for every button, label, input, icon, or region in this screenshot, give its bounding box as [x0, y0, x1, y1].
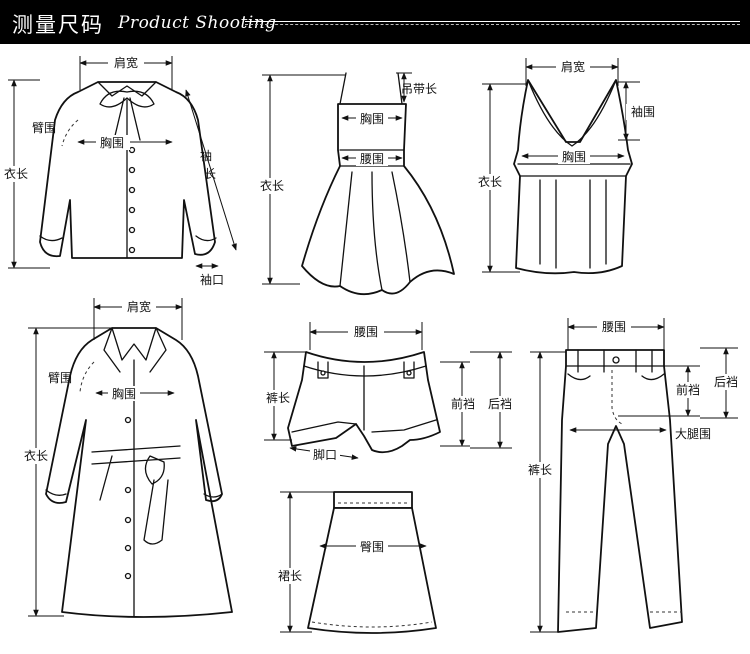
shirt-cuff-label: 袖口	[200, 272, 224, 287]
skirt-length-label: 裙长	[278, 569, 302, 583]
pants-front-rise-label: 前裆	[676, 382, 700, 397]
header-divider	[245, 21, 740, 25]
shorts-waist-label: 腰围	[354, 325, 378, 339]
skirt-figure	[307, 491, 437, 634]
vest-armhole-label: 袖围	[631, 104, 655, 119]
dress-chest-label: 胸围	[360, 111, 384, 126]
pants-thigh-label: 大腿围	[675, 427, 711, 441]
vest-measurements: 肩宽 袖围 胸围 衣长	[477, 58, 660, 273]
coat-chest-label: 胸围	[112, 386, 136, 401]
dress-waist-label: 腰围	[360, 152, 384, 166]
shirt-arm-label: 臂围	[32, 121, 56, 135]
pants-figure	[557, 349, 683, 633]
dress-strap-label: 吊带长	[401, 82, 437, 96]
shirt-sleeve-label-a: 袖	[200, 148, 212, 163]
shirt-button	[128, 166, 136, 174]
coat-body	[45, 327, 233, 618]
shorts-length-label: 裤长	[266, 391, 290, 405]
shirt-shoulder-label: 肩宽	[114, 55, 138, 70]
coat-button	[124, 572, 132, 580]
coat-button	[124, 544, 132, 552]
shirt-button	[128, 246, 136, 254]
shorts-front-rise-label: 前裆	[451, 396, 475, 411]
shorts-figure	[287, 351, 441, 454]
shirt-button	[128, 146, 136, 154]
coat-measurements: 肩宽 胸围 臂围 衣长	[23, 298, 183, 617]
coat-button	[124, 416, 132, 424]
shirt-button	[128, 226, 136, 234]
pants-measurements: 腰围 前裆 后裆 大腿围 裤长	[526, 318, 742, 633]
page-header: 测量尺码 Product Shooting	[0, 0, 750, 44]
shirt-measurements: 肩宽 胸围 臂围 衣长 袖 长 袖口	[3, 55, 237, 287]
pants-body	[557, 349, 683, 633]
shorts-measurements: 腰围 裤长 前裆 后裆 脚口	[264, 322, 514, 462]
skirt-waistband	[333, 491, 413, 509]
dress-figure	[301, 72, 455, 296]
shirt-sleeve-label-b: 长	[204, 167, 216, 181]
skirt-body	[307, 507, 437, 634]
vest-length-label: 衣长	[478, 174, 502, 189]
dress-strap	[339, 72, 403, 105]
dress-length-label: 衣长	[260, 178, 284, 193]
page-subtitle: Product Shooting	[118, 13, 277, 33]
skirt-hip-label: 臀围	[360, 540, 384, 554]
coat-arm-label: 臂围	[48, 371, 72, 385]
vest-figure	[513, 79, 633, 275]
shirt-button	[128, 186, 136, 194]
shorts-leg-opening-label: 脚口	[313, 447, 337, 462]
pants-length-label: 裤长	[528, 463, 552, 477]
pants-waist-label: 腰围	[602, 320, 626, 334]
coat-shoulder-label: 肩宽	[127, 299, 151, 314]
skirt-measurements: 臀围 裙长	[276, 491, 427, 633]
shirt-button	[128, 206, 136, 214]
shorts-back-rise-label: 后裆	[488, 397, 512, 411]
shirt-figure	[39, 81, 217, 259]
coat-button	[124, 486, 132, 494]
vest-shoulder-label: 肩宽	[561, 59, 585, 74]
shirt-bow	[99, 90, 155, 141]
shirt-chest-label: 胸围	[100, 135, 124, 150]
page-title: 测量尺码	[12, 13, 104, 37]
dress-measurements: 吊带长 胸围 腰围 衣长	[258, 72, 437, 285]
coat-belt	[91, 445, 181, 545]
vest-body	[513, 79, 633, 275]
coat-collar	[111, 327, 157, 361]
shirt-collar	[97, 81, 157, 97]
vest-chest-label: 胸围	[562, 149, 586, 164]
shirt-length-label: 衣长	[4, 166, 28, 181]
coat-figure	[45, 327, 233, 618]
coat-button	[124, 516, 132, 524]
pants-back-rise-label: 后裆	[714, 375, 738, 389]
coat-length-label: 衣长	[24, 448, 48, 463]
